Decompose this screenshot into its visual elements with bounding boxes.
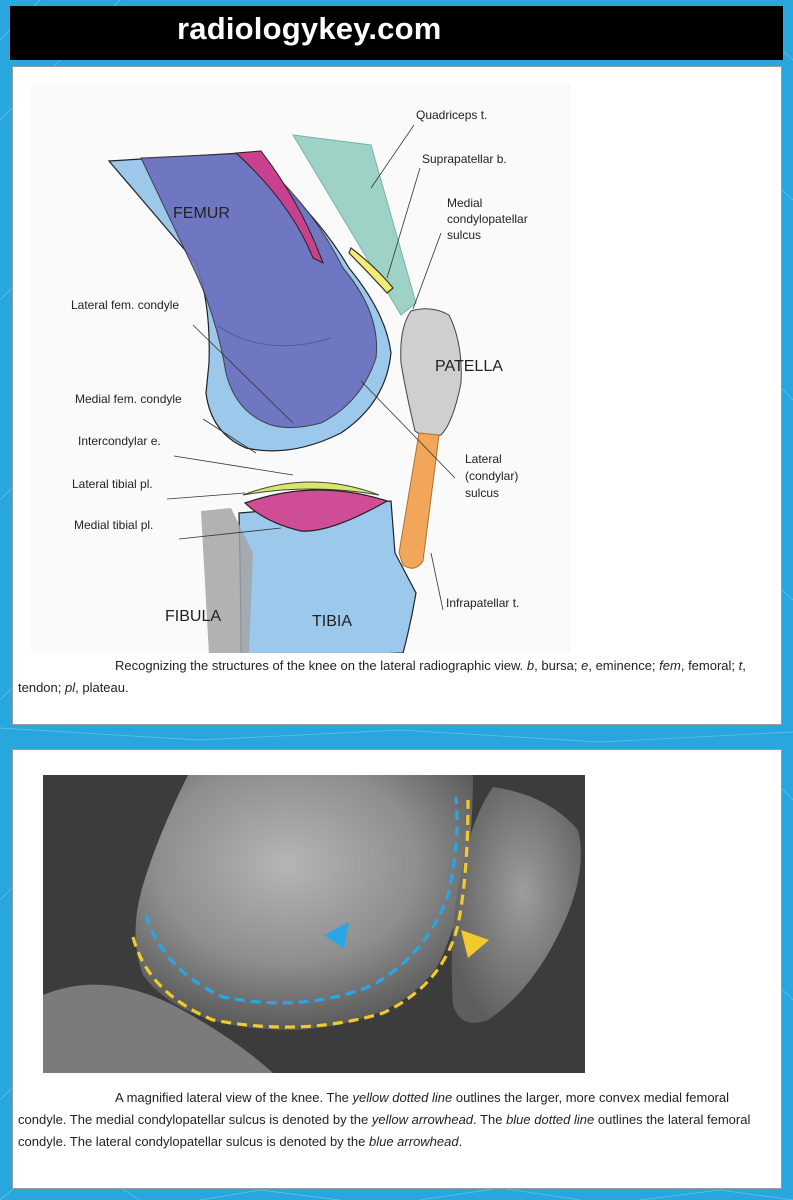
label-patella: PATELLA <box>435 358 503 375</box>
patella-xray <box>451 787 581 1023</box>
label-suprapatellar: Suprapatellar b. <box>422 152 507 166</box>
figure2-caption: A magnified lateral view of the knee. Th… <box>18 1087 774 1153</box>
caption1-abbr-pl: pl <box>65 680 76 695</box>
figure-card-diagram: FEMUR PATELLA FIBULA TIBIA Quadriceps t.… <box>12 66 782 725</box>
caption1-abbr-e: e <box>581 658 589 673</box>
caption2-text-5: . <box>458 1134 463 1149</box>
label-medial-tibial: Medial tibial pl. <box>74 518 153 532</box>
knee-diagram: FEMUR PATELLA FIBULA TIBIA Quadriceps t.… <box>31 83 571 653</box>
femoral-condyle <box>135 775 473 1030</box>
label-infrapatellar: Infrapatellar t. <box>446 596 519 610</box>
label-lateral-sulcus-3: sulcus <box>465 486 499 500</box>
suprapatellar-bursa <box>348 247 394 294</box>
label-medial-condylopatellar-2: condylopatellar <box>447 212 528 226</box>
caption1-text-5: , tendon; <box>18 658 746 695</box>
caption1-text-4: , femoral; <box>680 658 739 673</box>
label-fibula: FIBULA <box>165 608 221 625</box>
femur-magenta-strip <box>234 150 324 265</box>
label-medial-condylopatellar-1: Medial <box>447 196 482 210</box>
caption2-italic-blue-line: blue dotted line <box>506 1112 595 1127</box>
label-lateral-sulcus-2: (condylar) <box>465 469 518 483</box>
caption2-text-1: A magnified lateral view of the knee. Th… <box>115 1090 353 1105</box>
patella <box>400 308 462 437</box>
caption2-italic-blue-arrowhead: blue arrowhead <box>368 1134 459 1149</box>
label-quadriceps: Quadriceps t. <box>416 108 487 122</box>
figure1-caption: Recognizing the structures of the knee o… <box>18 655 774 699</box>
label-lateral-sulcus-1: Lateral <box>465 452 502 466</box>
caption2-text-2: outlines the larger, more convex medial … <box>18 1090 729 1127</box>
caption1-text-2: , bursa; <box>534 658 582 673</box>
label-tibia: TIBIA <box>312 613 352 630</box>
figure-card-radiograph: A magnified lateral view of the knee. Th… <box>12 749 782 1189</box>
label-femur: FEMUR <box>173 205 230 222</box>
label-medial-fem-condyle: Medial fem. condyle <box>75 392 182 406</box>
caption2-text-4: outlines the lateral femoral condyle. Th… <box>18 1112 751 1149</box>
caption1-abbr-b: b <box>526 658 535 673</box>
label-intercondylar: Intercondylar e. <box>78 434 161 448</box>
site-header: radiologykey.com <box>10 6 783 60</box>
caption1-abbr-fem: fem <box>659 658 681 673</box>
quadriceps-tendon <box>292 134 417 316</box>
caption1-text-3: , eminence; <box>588 658 660 673</box>
caption1-abbr-t: t <box>738 658 743 673</box>
caption2-italic-yellow-arrowhead: yellow arrowhead <box>371 1112 474 1127</box>
blue-dotted-line <box>144 796 459 1005</box>
caption2-text-3: . The <box>473 1112 507 1127</box>
blue-arrowhead <box>324 922 349 949</box>
caption1-text-1: Recognizing the structures of the knee o… <box>115 658 527 673</box>
infrapatellar-tendon <box>398 432 440 569</box>
yellow-arrowhead <box>461 930 489 958</box>
tibial-plateau <box>243 489 389 532</box>
label-lateral-tibial: Lateral tibial pl. <box>72 477 153 491</box>
tibia-shadow <box>43 984 273 1073</box>
medial-condyle <box>140 152 378 429</box>
caption2-italic-yellow-line: yellow dotted line <box>352 1090 453 1105</box>
fibula <box>201 508 253 653</box>
caption1-text-6: , plateau. <box>75 680 129 695</box>
yellow-dotted-line <box>131 799 470 1029</box>
site-name[interactable]: radiologykey.com <box>177 11 442 46</box>
label-medial-condylopatellar-3: sulcus <box>447 228 481 242</box>
knee-radiograph <box>43 775 585 1073</box>
label-lateral-fem-condyle: Lateral fem. condyle <box>71 298 179 312</box>
intercondylar-eminence <box>242 481 380 496</box>
